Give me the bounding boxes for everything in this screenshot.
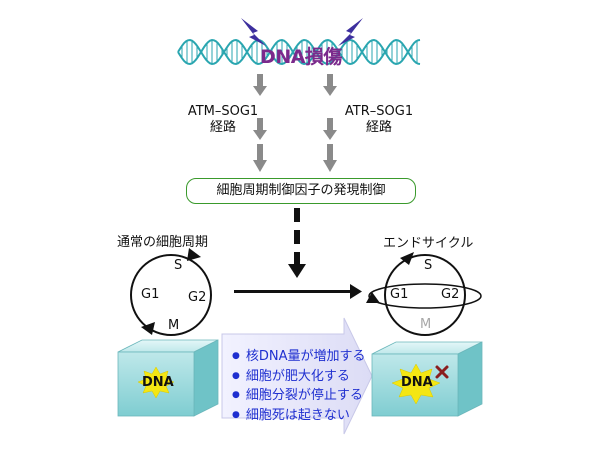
dna-label-right: DNA [401, 375, 433, 390]
normal-phase-s: S [174, 258, 183, 273]
endocycle-title: エンドサイクル [383, 236, 474, 251]
endo-phase-g2: G2 [441, 287, 460, 302]
normal-phase-g1: G1 [141, 287, 160, 302]
x-mark-icon [435, 365, 449, 379]
atm-pathway-label: ATM–SOG1 経路 [178, 104, 268, 136]
cycle-arrowhead-m [141, 322, 155, 335]
endo-phase-m: M [420, 317, 432, 332]
dna-damage-label: DNA損傷 [260, 46, 342, 68]
effect-item: 細胞が肥大化する [232, 367, 366, 387]
starburst-left-icon [137, 366, 175, 399]
cycle-arrowhead-s [187, 248, 201, 261]
effect-item: 細胞死は起きない [232, 406, 366, 426]
dna-box-right [371, 341, 483, 417]
atm-pathway-name: ATM–SOG1 [187, 104, 259, 119]
transition-arrow [234, 284, 362, 299]
endo-phase-g1: G1 [390, 287, 409, 302]
effect-item: 細胞分裂が停止する [232, 386, 366, 406]
atr-pathway-suffix: 経路 [365, 120, 392, 135]
normal-cycle-diagram [130, 248, 212, 336]
lightning-left-icon [241, 18, 266, 46]
normal-cycle-title: 通常の細胞周期 [117, 235, 209, 250]
endocycle-arrowhead-g1 [366, 292, 380, 303]
atr-pathway-label: ATR–SOG1 経路 [334, 104, 424, 136]
dna-label-left: DNA [142, 375, 174, 390]
endo-phase-s: S [424, 258, 433, 273]
normal-phase-g2: G2 [188, 290, 207, 305]
atm-pathway-arrow [253, 74, 267, 172]
endocycle-arrowhead-s [400, 252, 414, 265]
dna-helix-icon [177, 38, 421, 66]
starburst-right-icon [391, 363, 441, 405]
atr-pathway-arrow [323, 74, 337, 172]
lightning-right-icon [338, 18, 363, 46]
effect-item: 核DNA量が増加する [232, 347, 366, 367]
effects-list: 核DNA量が増加する 細胞が肥大化する 細胞分裂が停止する 細胞死は起きない [232, 347, 366, 425]
endocycle-diagram [366, 252, 482, 336]
atr-pathway-name: ATR–SOG1 [344, 104, 414, 119]
atm-pathway-suffix: 経路 [209, 120, 236, 135]
dna-box-left [117, 339, 219, 417]
regulator-box: 細胞周期制御因子の発現制御 [186, 178, 416, 204]
regulation-arrow [288, 208, 306, 278]
normal-phase-m: M [168, 318, 180, 333]
